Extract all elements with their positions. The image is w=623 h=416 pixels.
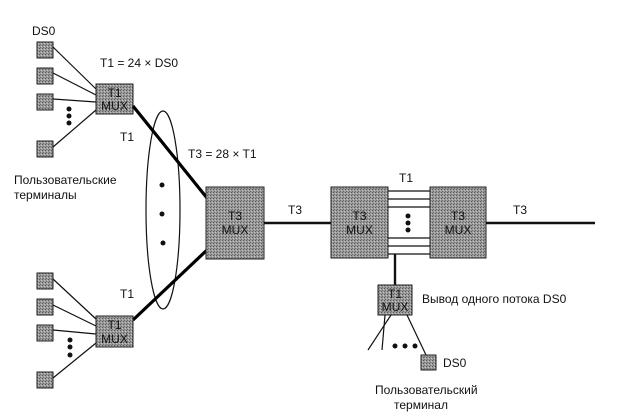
user-terminals-label-line1: Пользовательские: [14, 173, 117, 187]
ds0-lines-bottom: [52, 278, 97, 379]
svg-text:T1: T1: [107, 318, 121, 332]
svg-text:T3: T3: [451, 209, 465, 223]
drop-ds0-label: Вывод одного потока DS0: [422, 292, 567, 306]
user-terminal-label-line1: Пользовательский: [375, 383, 478, 397]
t1-link-top: [131, 104, 209, 200]
t3-formula-label: T3 = 28 × T1: [188, 147, 257, 161]
t3-mux-right: T3 MUX: [429, 186, 487, 259]
svg-text:MUX: MUX: [101, 99, 128, 113]
t1-bundle-ellipse: [145, 110, 181, 310]
t1-link-bottom: [131, 248, 209, 322]
user-terminal-3: [36, 93, 54, 111]
user-terminal-label-line2: терминал: [394, 398, 448, 412]
svg-text:MUX: MUX: [445, 223, 472, 237]
drop-user-terminal: [420, 354, 437, 371]
t1-mux-top: T1 MUX: [95, 83, 134, 115]
svg-text:MUX: MUX: [346, 223, 373, 237]
t3-mux-main: T3 MUX: [205, 186, 265, 260]
ds0-label-bottom: DS0: [443, 356, 467, 370]
ellipsis-dots-bottom: [67, 337, 73, 358]
user-terminal-b1: [36, 272, 54, 290]
svg-text:MUX: MUX: [222, 223, 249, 237]
t1-link-label-bottom: T1: [120, 287, 134, 301]
ds0-label-top: DS0: [32, 24, 56, 38]
ellipsis-dots-drop: [392, 343, 418, 349]
user-terminal-1: [36, 41, 54, 59]
user-terminal-b3: [36, 324, 54, 342]
t3-link-label-right: T3: [513, 203, 527, 217]
t1-formula-label: T1 = 24 × DS0: [100, 56, 178, 70]
ds0-lines-top: [52, 46, 97, 148]
ellipsis-dots-top: [66, 106, 72, 126]
svg-text:T3: T3: [228, 209, 242, 223]
svg-text:T3: T3: [352, 209, 366, 223]
svg-text:MUX: MUX: [101, 332, 128, 346]
user-terminal-2: [36, 67, 54, 85]
t1-bundle-label: T1: [399, 171, 413, 185]
t3-mux-left: T3 MUX: [330, 186, 389, 259]
t1-link-label-top: T1: [120, 130, 134, 144]
user-terminal-n: [36, 140, 54, 158]
t3-link-label-left: T3: [288, 203, 302, 217]
t1-mux-bottom: T1 MUX: [95, 315, 134, 348]
user-terminal-b2: [36, 298, 54, 316]
svg-text:T1: T1: [107, 86, 121, 100]
ellipsis-dots-bundle-pair: [405, 213, 411, 233]
drop-ds0-lines: [367, 314, 427, 356]
svg-text:MUX: MUX: [382, 300, 409, 314]
user-terminals-label-line2: терминалы: [14, 188, 77, 202]
user-terminal-bn: [36, 371, 54, 389]
svg-text:T1: T1: [388, 287, 402, 301]
ellipsis-dots-bundle: [159, 182, 166, 246]
t1-mux-drop: T1 MUX: [377, 284, 413, 316]
